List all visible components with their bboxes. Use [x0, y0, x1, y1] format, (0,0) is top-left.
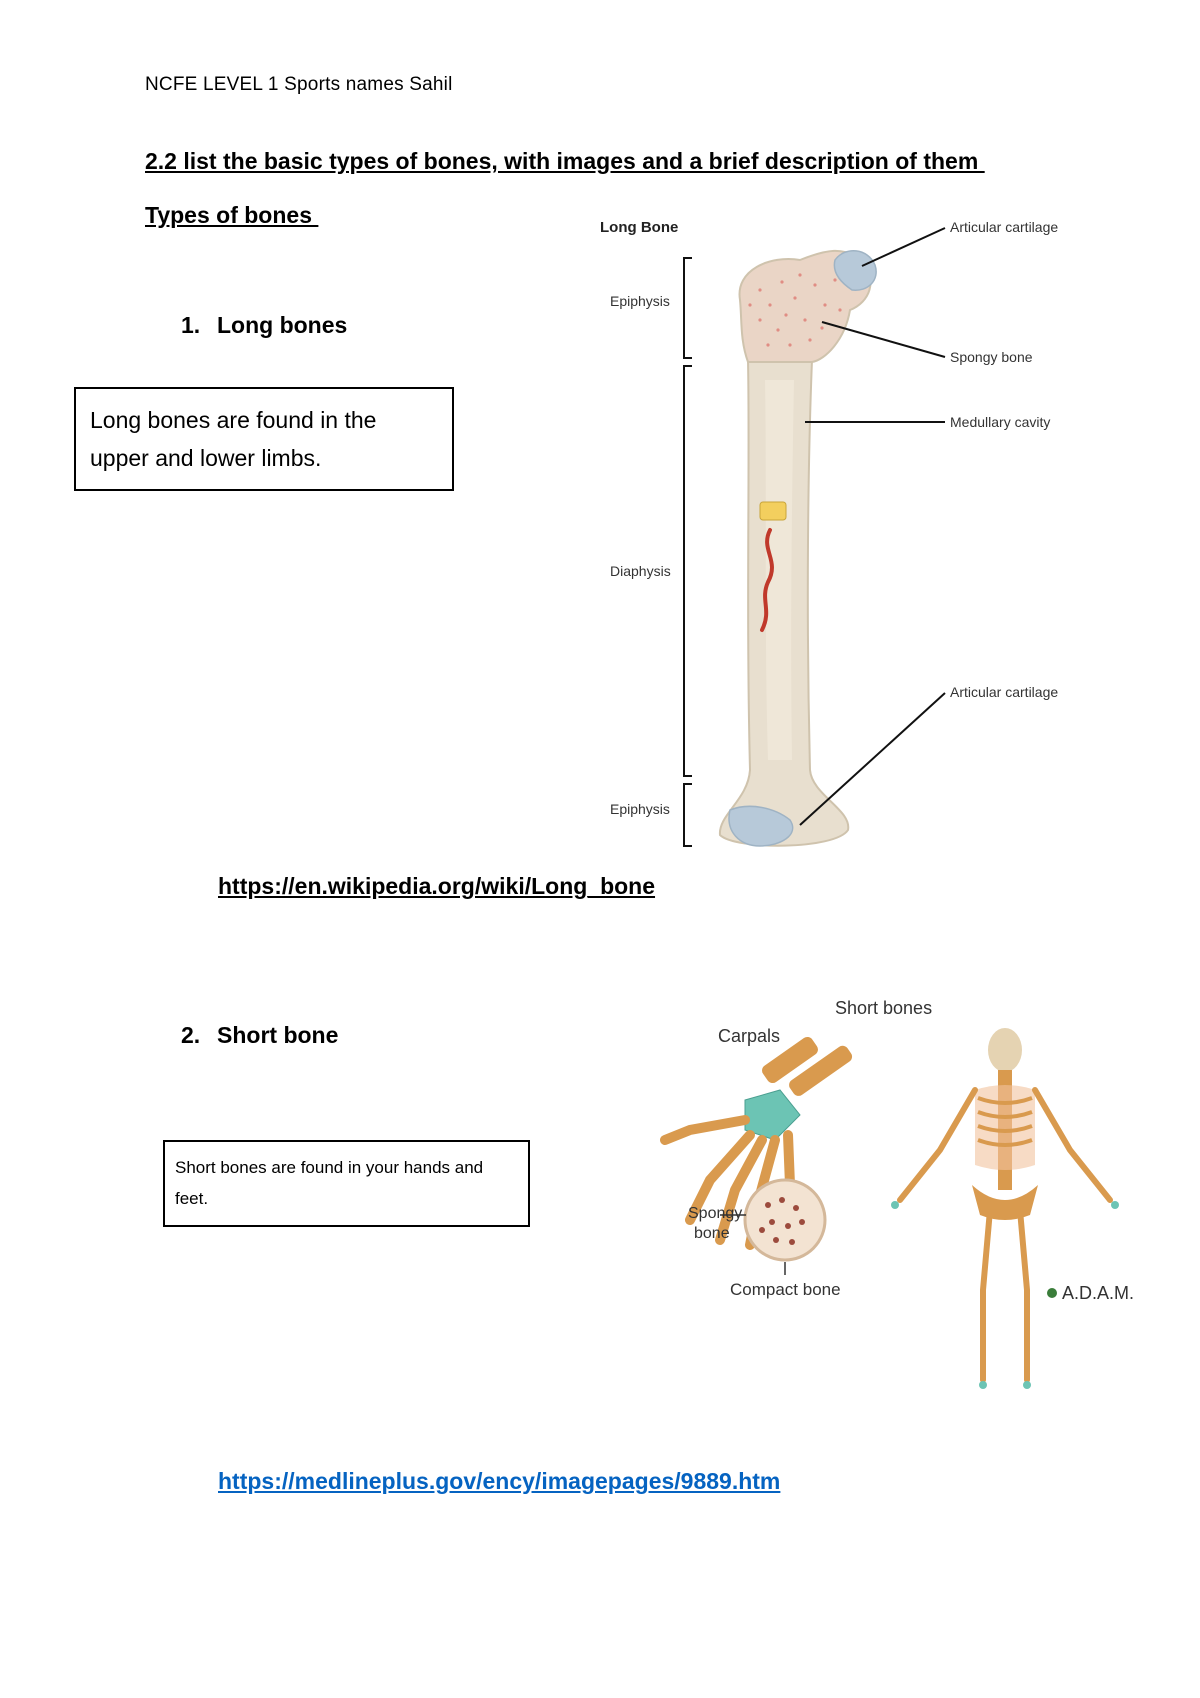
leader-spongy-bone [821, 321, 946, 358]
long-bone-link[interactable]: https://en.wikipedia.org/wiki/Long_bone [218, 873, 656, 899]
articular-cartilage-bottom [728, 805, 794, 847]
diaphysis-bracket [683, 365, 692, 777]
item-title-long-bones: 1. Long bones [181, 312, 347, 339]
label-spongy-line1: Spongy [688, 1205, 742, 1222]
item-number: 1. [181, 312, 201, 338]
spongy-bone-texture [748, 273, 842, 347]
label-carpals: Carpals [718, 1026, 780, 1046]
short-bone-illustration: Short bones Carpals [660, 998, 1134, 1389]
item-title-short-bone: 2. Short bone [181, 1022, 338, 1049]
short-bone-link[interactable]: https://medlineplus.gov/ency/imagepages/… [218, 1468, 781, 1494]
articular-cartilage-top [833, 250, 877, 291]
label-spongy-line2: bone [694, 1225, 730, 1242]
document-header: NCFE LEVEL 1 Sports names Sahil [145, 74, 453, 95]
proximal-epiphysis [738, 249, 872, 363]
leader-articular-bottom [799, 692, 946, 826]
adam-logo-mark [1047, 1288, 1057, 1298]
short-bone-description-box: Short bones are found in your hands and … [163, 1140, 530, 1227]
long-bones-description: Long bones are found in the upper and lo… [90, 407, 377, 471]
short-bone-description: Short bones are found in your hands and … [175, 1158, 484, 1208]
label-compact-bone: Compact bone [730, 1280, 841, 1299]
section-subheading: Types of bones [145, 202, 319, 228]
item-title-text: Short bone [217, 1022, 339, 1048]
adam-logo-text: A.D.A.M. [1062, 1283, 1134, 1303]
label-spongy-bone: Spongy bone [950, 349, 1033, 365]
epiphysis-top-bracket [683, 257, 692, 359]
figure-title: Long Bone [600, 219, 678, 236]
long-bone-diagram: Long Bone Epiphysis Diaphysis Epiphysis [600, 219, 1058, 847]
full-body-skeleton [891, 1028, 1119, 1389]
spongy-bone-section [743, 1178, 827, 1262]
label-epiphysis-top: Epiphysis [610, 293, 670, 309]
item-title-text: Long bones [217, 312, 348, 338]
label-diaphysis: Diaphysis [610, 563, 671, 579]
spongy-bone-pores [759, 1197, 805, 1245]
label-articular-cartilage-top: Articular cartilage [950, 219, 1058, 235]
label-articular-cartilage-bottom: Articular cartilage [950, 684, 1058, 700]
blood-vessel [760, 528, 774, 632]
medullary-cavity [765, 380, 794, 760]
label-medullary-cavity: Medullary cavity [950, 414, 1050, 430]
epiphysis-bottom-bracket [683, 783, 692, 847]
label-epiphysis-bottom: Epiphysis [610, 801, 670, 817]
label-short-bones: Short bones [835, 998, 932, 1018]
long-bones-description-box: Long bones are found in the upper and lo… [74, 387, 454, 491]
leader-articular-top [861, 227, 946, 267]
bone-cross-section [759, 501, 787, 521]
section-heading: 2.2 list the basic types of bones, with … [145, 148, 985, 174]
item-number: 2. [181, 1022, 201, 1048]
